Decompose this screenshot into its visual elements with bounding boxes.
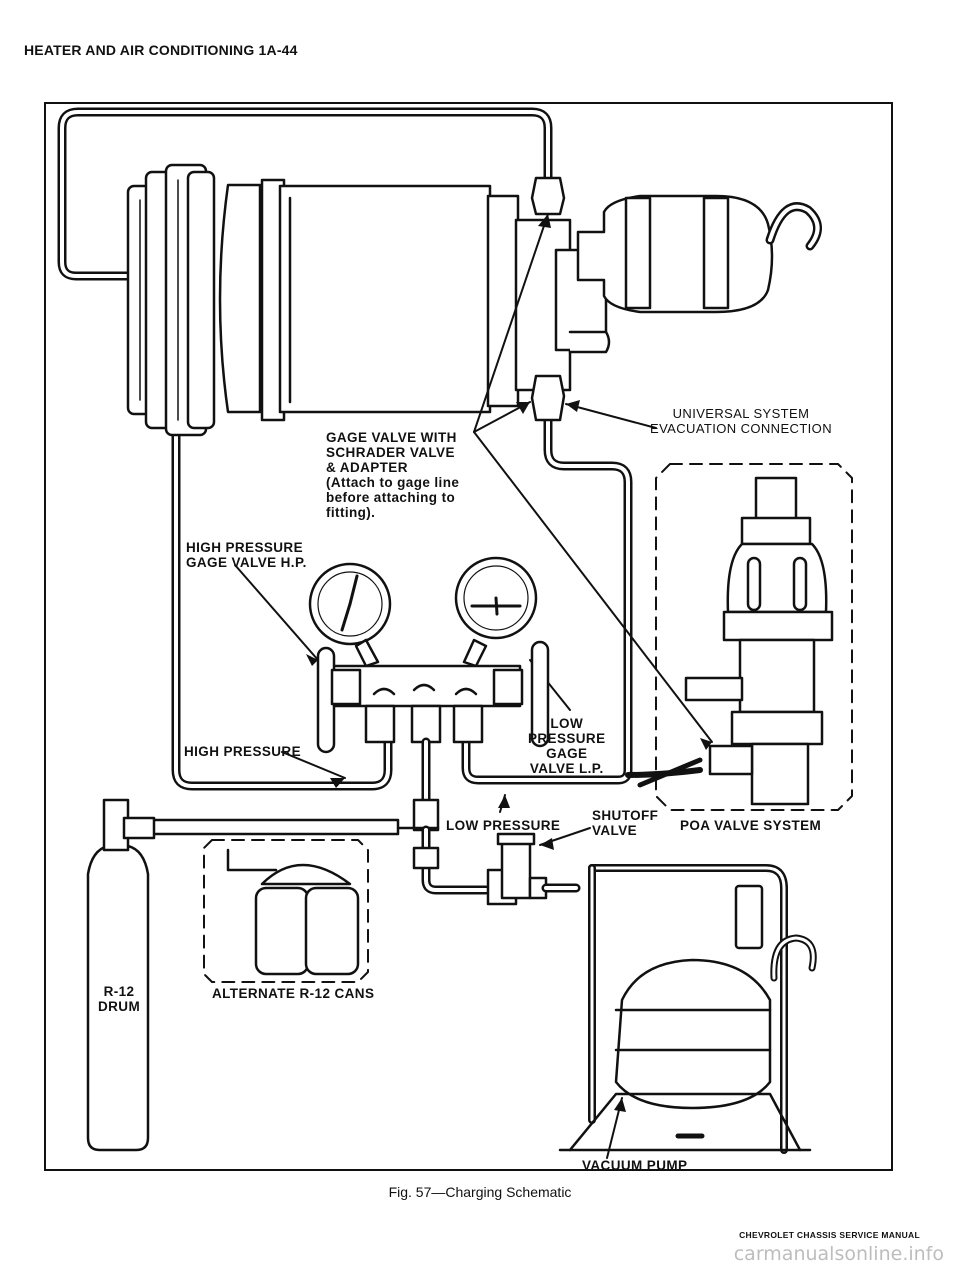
page-footer: CHEVROLET CHASSIS SERVICE MANUAL [739, 1230, 920, 1240]
r12-cans [226, 848, 360, 976]
label-alternate-cans: ALTERNATE R-12 CANS [212, 986, 375, 1001]
manifold-body [316, 640, 550, 754]
label-low-pressure-gage-valve: LOW PRESSURE GAGE VALVE L.P. [528, 716, 606, 776]
label-gage-valve-schrader: GAGE VALVE WITH SCHRADER VALVE & ADAPTER… [326, 430, 460, 520]
accumulator [576, 194, 822, 314]
page-header: HEATER AND AIR CONDITIONING 1A-44 [24, 42, 298, 58]
high-pressure-gauge [308, 562, 392, 668]
r12-drum [86, 798, 156, 1152]
poa-valve-box [655, 463, 853, 811]
vacuum-pump [558, 864, 817, 1154]
label-shutoff-valve: SHUTOFF VALVE [592, 808, 659, 838]
label-vacuum-pump: VACUUM PUMP [582, 1158, 688, 1173]
label-universal-evacuation: UNIVERSAL SYSTEM EVACUATION CONNECTION [650, 406, 832, 436]
label-high-pressure-gage-valve: HIGH PRESSURE GAGE VALVE H.P. [186, 540, 307, 570]
shutoff-valve [486, 832, 548, 906]
low-pressure-gauge [454, 556, 538, 668]
compressor-fittings [530, 176, 566, 422]
figure-frame [44, 102, 893, 1171]
watermark: carmanualsonline.info [733, 1243, 944, 1265]
label-poa-valve-system: POA VALVE SYSTEM [680, 818, 822, 833]
poa-valve [684, 476, 834, 806]
label-r12-drum: R-12 DRUM [98, 984, 141, 1014]
label-high-pressure: HIGH PRESSURE [184, 744, 301, 759]
figure-caption: Fig. 57—Charging Schematic [388, 1184, 572, 1200]
alternate-cans-box [203, 839, 369, 983]
label-low-pressure: LOW PRESSURE [446, 818, 561, 833]
